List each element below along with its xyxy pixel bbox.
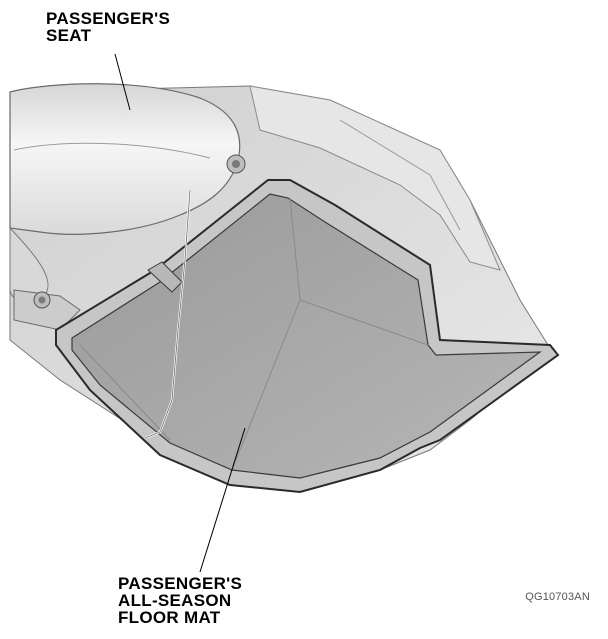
panel-crease (339, 119, 461, 231)
seat-label: PASSENGER'S SEAT (46, 10, 170, 44)
seat-rail (13, 289, 81, 331)
floor-mat-crease (79, 197, 429, 471)
seat-leader-line (114, 53, 131, 111)
floor-mat-label-line: FLOOR MAT (118, 608, 221, 627)
seat-label-line: SEAT (46, 26, 92, 45)
floor-mat-label: PASSENGER'S ALL-SEASON FLOOR MAT (118, 575, 242, 626)
seat-label-line: PASSENGER'S (46, 9, 171, 28)
side-panel (249, 85, 501, 271)
seat-tether-line (144, 189, 191, 439)
floor-mat-label-line: PASSENGER'S (118, 574, 243, 593)
mat-leader-line (199, 427, 246, 573)
seat-cushion-fold (13, 142, 211, 159)
floor-mat-label-line: ALL-SEASON (118, 591, 232, 610)
figure-code: QG10703AN (525, 591, 590, 603)
bolt-icon (33, 291, 51, 309)
bolt-icon (226, 154, 246, 174)
floor-mat-tray (71, 193, 542, 479)
